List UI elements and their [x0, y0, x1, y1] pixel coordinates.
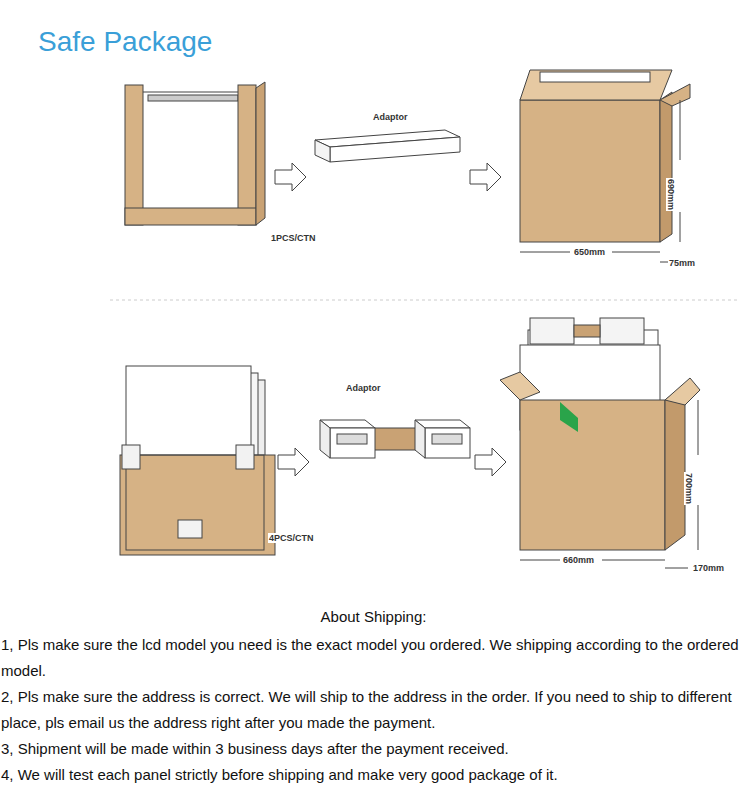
dimension-label: 75mm: [668, 258, 696, 268]
shipping-note: 1, Pls make sure the lcd model you need …: [1, 632, 743, 684]
dimension-label: 660mm: [562, 555, 595, 565]
shipping-note: 2, Pls make sure the address is correct.…: [1, 684, 743, 736]
adaptor-label: Adaptor: [372, 112, 409, 122]
shipping-note: 4, We will test each panel strictly befo…: [1, 762, 743, 788]
section-heading: About Shipping:: [0, 608, 747, 625]
quantity-label: 1PCS/CTN: [270, 233, 317, 243]
dimension-label: 690mm: [666, 178, 676, 211]
dimension-label: 700mm: [684, 472, 694, 505]
page-title: Safe Package: [38, 26, 212, 58]
adaptor-label: Adaptor: [345, 383, 382, 393]
shipping-notes: 1, Pls make sure the lcd model you need …: [1, 632, 743, 788]
dimension-label: 170mm: [692, 563, 725, 573]
quantity-label: 4PCS/CTN: [268, 533, 315, 543]
shipping-note: 3, Shipment will be made within 3 busine…: [1, 736, 743, 762]
dimension-label: 650mm: [573, 247, 606, 257]
